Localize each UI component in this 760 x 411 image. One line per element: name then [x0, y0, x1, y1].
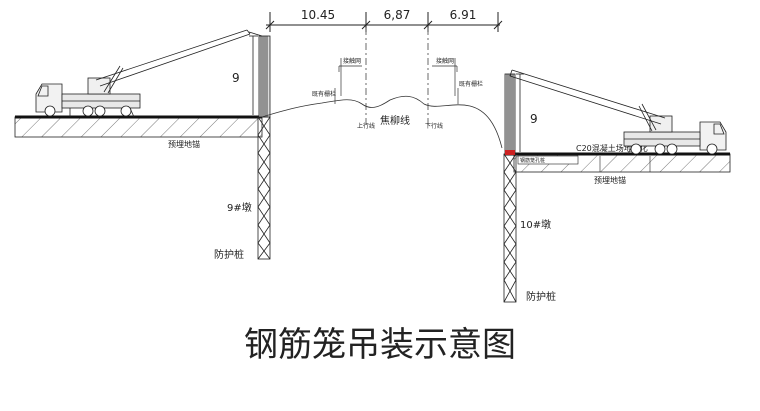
- catenary-left-label: 接触网: [343, 57, 361, 65]
- right-rebar-cage: [504, 73, 516, 155]
- embedded-anchor-left-label: 预埋地锚: [168, 139, 200, 149]
- left-rebar-cage: [258, 35, 271, 118]
- right-protection-pile: [503, 153, 517, 303]
- protect-pile-left-label: 防护桩: [214, 248, 244, 261]
- left-crane-truck: [35, 29, 263, 118]
- dim-label-1: 10.45: [301, 8, 335, 22]
- sleeve-pile-label: 钢筋笼孔桩: [520, 157, 545, 164]
- track-centerlines: [365, 28, 429, 125]
- pier-left-label: 9#墩: [227, 201, 252, 214]
- height-right-label: 9: [530, 112, 538, 126]
- right-ground: [505, 152, 731, 173]
- catenary-right-label: 接触网: [436, 57, 454, 65]
- embedded-anchor-right-label: 预埋地锚: [594, 175, 626, 185]
- left-height-dimension: [249, 35, 258, 115]
- catenary-right: [432, 58, 458, 96]
- up-line-label: 上行线: [357, 122, 375, 130]
- railway-line-label: 焦柳线: [380, 114, 410, 127]
- railway-embankment: [261, 95, 503, 149]
- dimension-chain: [265, 12, 503, 32]
- c20-pad-label: C20混凝土场地硬化: [576, 143, 648, 153]
- height-left-label: 9: [232, 71, 240, 85]
- right-height-dimension: [516, 73, 524, 152]
- catenary-left: [338, 58, 362, 96]
- fence-left-label: 既有栅栏: [312, 90, 336, 98]
- diagram-title: 钢筋笼吊装示意图: [244, 325, 516, 365]
- pier-right-label: 10#墩: [520, 218, 551, 231]
- cage-bottom-marker: [505, 150, 515, 155]
- dim-label-3: 6.91: [450, 8, 477, 22]
- dim-label-2: 6,87: [384, 8, 411, 22]
- protect-pile-right-label: 防护桩: [526, 290, 556, 303]
- down-line-label: 下行线: [425, 122, 443, 130]
- right-crane-truck: [509, 69, 727, 155]
- fence-right-label: 既有栅栏: [459, 80, 483, 88]
- left-protection-pile: [257, 116, 271, 260]
- left-ground: [14, 115, 263, 138]
